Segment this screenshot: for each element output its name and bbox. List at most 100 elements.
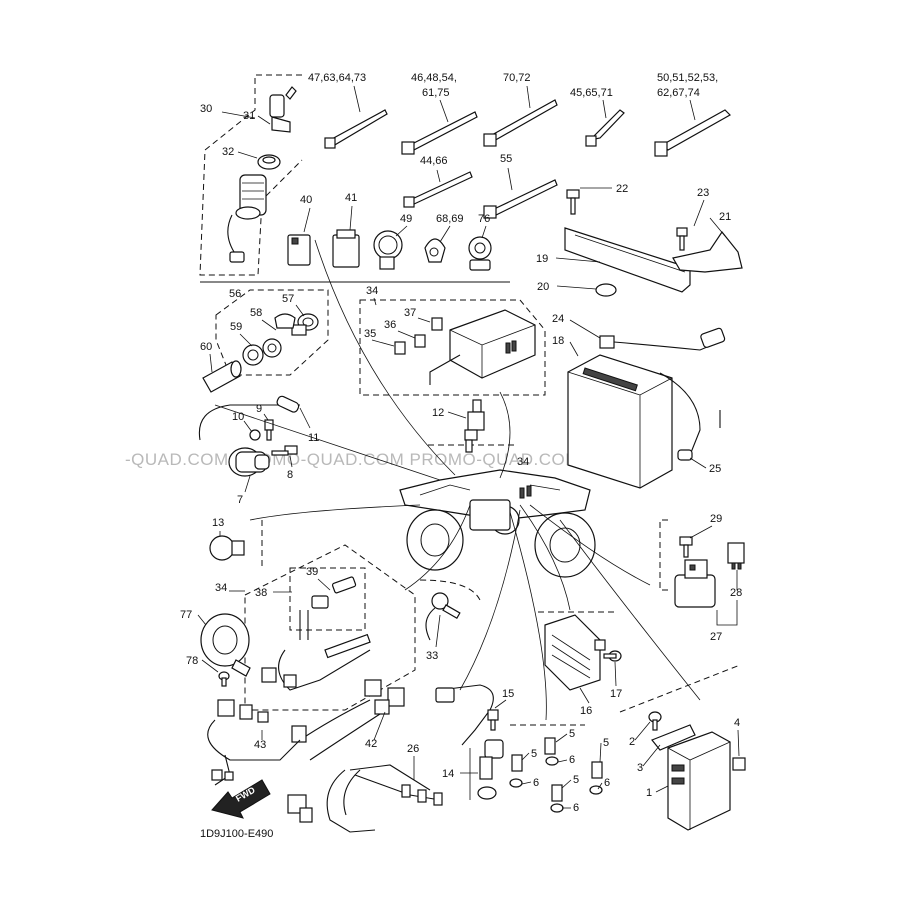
callout-34a: 34 (366, 285, 378, 297)
switch-nut (257, 154, 281, 170)
ignition-coil-7 (228, 447, 270, 477)
fuse-39 (299, 576, 357, 640)
label-leaders (197, 85, 740, 809)
callout-27: 27 (710, 631, 722, 643)
callout-24: 24 (552, 313, 564, 325)
battery-band-19 (564, 227, 691, 293)
callout-3: 3 (637, 762, 643, 774)
screw-c (589, 761, 603, 795)
bolt-17 (603, 650, 622, 662)
sensor-14 (435, 684, 504, 800)
callout-5b: 5 (569, 728, 575, 740)
bolt-22 (566, 189, 580, 215)
callout-10: 10 (232, 411, 244, 423)
callout-6a: 6 (533, 777, 539, 789)
callout-77: 77 (180, 609, 192, 621)
fuse-box (429, 309, 536, 385)
callout-19: 19 (536, 253, 548, 265)
diagram-code: 1D9J100-E490 (200, 828, 273, 840)
screw-d (550, 784, 564, 813)
callout-55: 55 (500, 153, 512, 165)
callout-26: 26 (407, 743, 419, 755)
cable-tie-55 (483, 179, 558, 219)
bolt-9 (264, 419, 274, 441)
callout-25: 25 (709, 463, 721, 475)
screw-a (509, 754, 523, 788)
bolt-8 (271, 445, 298, 456)
screw-b (544, 737, 559, 766)
callout-14: 14 (442, 768, 454, 780)
harness-26 (287, 764, 443, 833)
bolt-15 (487, 709, 499, 731)
callout-21: 21 (719, 211, 731, 223)
callout-50b: 62,67,74 (657, 87, 700, 99)
bolt-23 (676, 227, 688, 251)
harness-42 (299, 679, 405, 761)
harness-43 (207, 699, 307, 786)
callout-12: 12 (432, 407, 444, 419)
callout-35: 35 (364, 328, 376, 340)
bracket-3 (651, 724, 696, 751)
callout-68-69: 68,69 (436, 213, 464, 225)
callout-6c: 6 (604, 777, 610, 789)
callout-36: 36 (384, 319, 396, 331)
nut-59 (242, 344, 264, 366)
callout-43: 43 (254, 739, 266, 751)
cable-25 (659, 372, 721, 461)
callout-labels: 30 31 32 40 41 49 68,69 76 47,63,64,73 4… (180, 72, 742, 814)
callout-76: 76 (478, 213, 490, 225)
cable-tie-47 (324, 109, 388, 149)
callout-37: 37 (404, 307, 416, 319)
coupler-4 (732, 757, 746, 771)
callout-42: 42 (365, 738, 377, 750)
callout-29: 29 (710, 513, 722, 525)
callout-39: 39 (306, 566, 318, 578)
callout-16: 16 (580, 705, 592, 717)
callout-22: 22 (616, 183, 628, 195)
horn-77 (200, 613, 251, 677)
ignition-coil-group (198, 395, 300, 477)
callout-28: 28 (730, 587, 742, 599)
ignition-key (269, 86, 297, 133)
callout-59: 59 (230, 321, 242, 333)
battery-lead-24 (599, 327, 726, 351)
cable-tie-50 (654, 109, 731, 157)
spark-plug-12 (428, 399, 515, 453)
clamp-76 (468, 236, 492, 271)
watermark-text: -QUAD.COM PROMO-QUAD.COM PROMO-QUAD.COM … (125, 450, 638, 469)
cable-tie-44 (403, 171, 473, 208)
sensor-33 (419, 579, 481, 641)
cdi-unit-group (619, 664, 746, 831)
cover-21 (672, 230, 743, 273)
callout-50a: 50,51,52,53, (657, 72, 718, 84)
band-49 (373, 230, 403, 270)
callout-23: 23 (697, 187, 709, 199)
fuel-hose-group (215, 289, 329, 376)
callout-4: 4 (734, 717, 740, 729)
callout-15: 15 (502, 688, 514, 700)
fuse-37 (431, 317, 443, 331)
cable-tie-45 (585, 109, 625, 147)
callout-2: 2 (629, 736, 635, 748)
callout-20: 20 (537, 281, 549, 293)
callout-34c: 34 (215, 582, 227, 594)
callout-17: 17 (610, 688, 622, 700)
callout-30: 30 (200, 103, 212, 115)
callout-58: 58 (250, 307, 262, 319)
callout-70: 70,72 (503, 72, 531, 84)
callout-31: 31 (243, 110, 255, 122)
callout-9: 9 (256, 403, 262, 415)
hose-60 (202, 360, 242, 393)
callout-18: 18 (552, 335, 564, 347)
fuse-28 (727, 542, 745, 570)
main-switch-body (227, 174, 267, 263)
callout-45: 45,65,71 (570, 87, 613, 99)
fuse-35 (394, 341, 406, 355)
fwd-arrow: FWD (211, 779, 271, 819)
battery-18 (567, 354, 673, 489)
callout-46a: 46,48,54, (411, 72, 457, 84)
callout-6b: 6 (569, 754, 575, 766)
relay-40 (287, 234, 311, 266)
callout-34b: 34 (517, 456, 529, 468)
cable-tie-70 (483, 99, 558, 147)
